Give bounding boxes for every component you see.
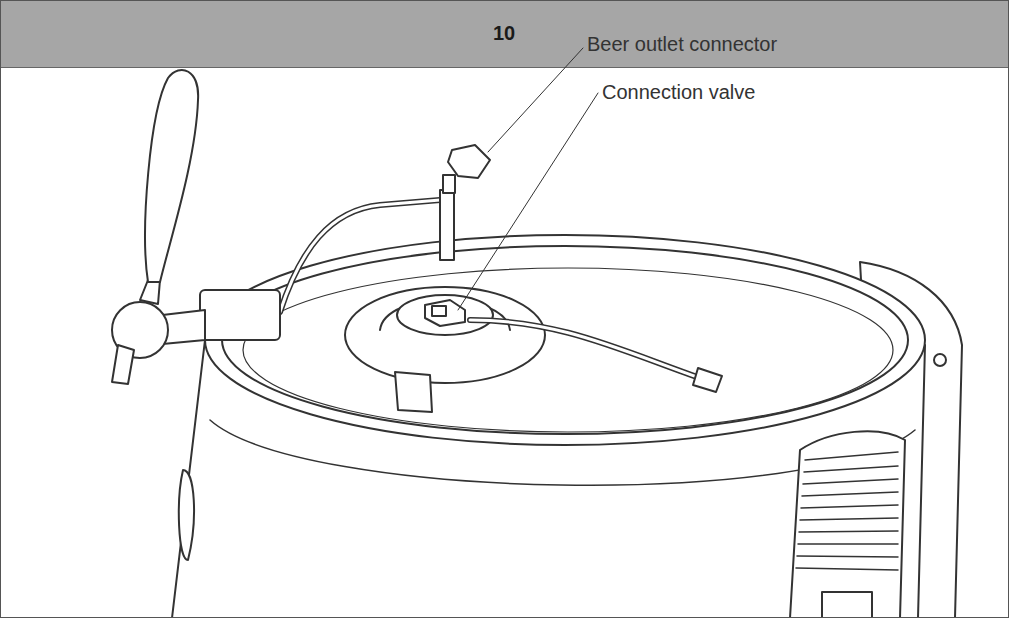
rim-inner	[222, 246, 908, 434]
keg-handle	[395, 372, 432, 412]
outlet-neck	[443, 175, 455, 193]
rim-outer	[205, 235, 925, 445]
part-label: Connection valve	[602, 81, 755, 104]
outlet-knob	[448, 145, 490, 178]
body-right-edge	[918, 345, 925, 618]
tap-handle	[145, 70, 198, 282]
leader-line	[488, 48, 583, 152]
inner-wall	[243, 268, 893, 432]
tap-spout	[112, 345, 134, 384]
level-window	[179, 470, 194, 560]
gas-connector	[693, 368, 722, 392]
leader-line	[458, 93, 598, 310]
tap-mount	[200, 290, 280, 340]
side-button	[934, 354, 946, 366]
grille-slats	[796, 452, 898, 570]
valve-lever	[432, 306, 446, 316]
step-number: 10	[404, 22, 604, 45]
part-label: Beer outlet connector	[587, 33, 777, 56]
connection-valve	[425, 300, 465, 326]
gas-hose	[470, 320, 700, 378]
tap-stem	[140, 280, 160, 304]
gas-hose-inner	[470, 320, 700, 378]
body-left-edge	[172, 340, 205, 618]
switch	[822, 592, 872, 618]
beer-hose	[280, 200, 440, 312]
keg-dome-base	[345, 287, 545, 383]
dome-top	[397, 295, 493, 335]
beer-hose-inner	[280, 200, 440, 312]
outlet-tube	[440, 190, 454, 260]
vent-grille	[790, 431, 905, 618]
